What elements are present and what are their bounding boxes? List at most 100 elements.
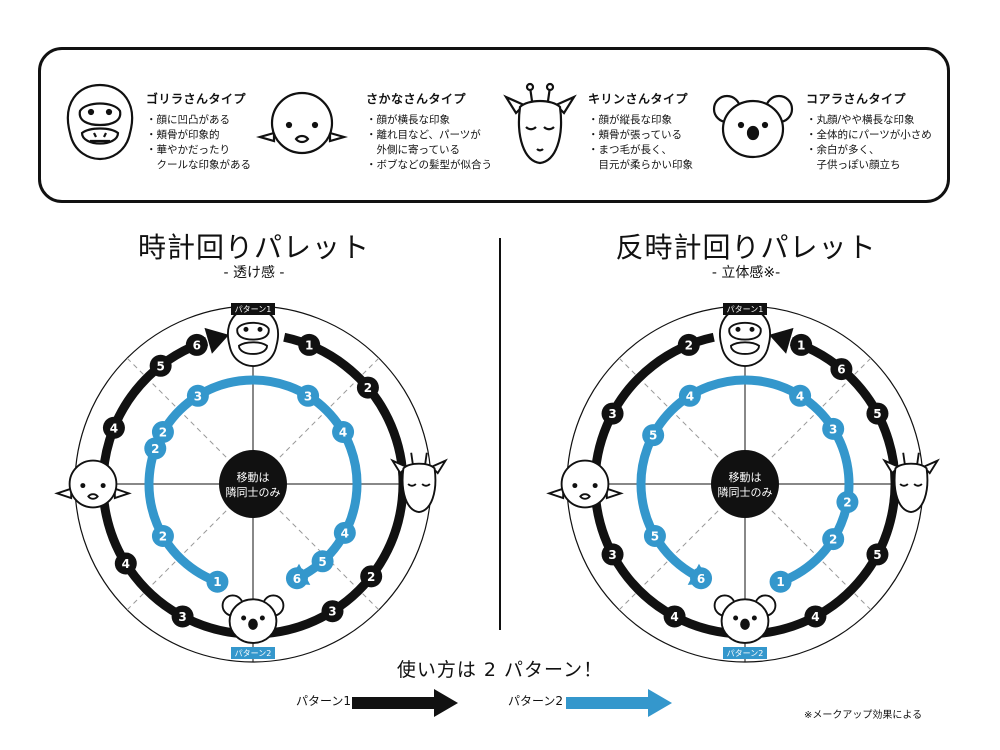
step-number: 6 [837, 363, 845, 377]
step-badge [186, 384, 209, 407]
step-number: 6 [193, 338, 201, 352]
palette-title-counterclockwise: 反時計回りパレット [615, 231, 877, 264]
step-badge [360, 565, 383, 588]
step-number: 2 [151, 442, 159, 456]
type-line: ・頬骨が張っている [588, 129, 682, 141]
gorilla-type-desc: ゴリラさんタイプ ・顔に凹凸がある ・頬骨が印象的 ・華やかだったり クールな印… [146, 90, 366, 173]
pattern2-tag-label: パターン2 [727, 649, 764, 658]
type-line: ・ボブなどの髪型が似合う [366, 159, 492, 171]
step-badge [677, 333, 700, 356]
step-number: 2 [159, 530, 167, 544]
step-number: 1 [305, 338, 313, 352]
step-badge [769, 570, 792, 593]
palette-title-clockwise: 時計回りパレット [137, 231, 370, 264]
step-badge [332, 421, 355, 443]
koala-type-desc: コアラさんタイプ ・丸顔/やや横長な印象 ・全体的にパーツが小さめ ・余白が多く… [806, 90, 946, 173]
type-line: 外側に寄っている [366, 144, 460, 156]
type-line: ・まつ毛が長く、 [588, 144, 672, 156]
type-line: ・頬骨が印象的 [146, 129, 220, 141]
step-badge [151, 421, 174, 443]
pattern2-tag [231, 647, 275, 659]
center-label-line1: 移動は [237, 470, 270, 484]
step-number: 5 [156, 359, 164, 373]
step-badge [356, 376, 379, 399]
type-title: さかなさんタイプ [366, 92, 467, 106]
step-number: 6 [293, 572, 301, 586]
step-badge [144, 437, 167, 460]
step-number: 4 [796, 389, 804, 403]
type-line: 目元が柔らかい印象 [588, 159, 693, 171]
pattern1-tag-label: パターン1 [235, 305, 272, 314]
center-label-line1: 移動は [729, 470, 762, 484]
step-number: 5 [649, 429, 657, 443]
step-badge [804, 605, 827, 628]
pattern2-arrow [566, 689, 672, 717]
step-number: 6 [697, 572, 705, 586]
step-badge [678, 384, 701, 407]
step-badge [311, 550, 334, 573]
pattern1-arrowhead [204, 327, 229, 354]
step-number: 2 [159, 426, 167, 440]
step-number: 2 [364, 381, 372, 395]
step-number: 2 [843, 496, 851, 510]
giraffe-face-icon [503, 82, 577, 165]
palette-subtitle-clockwise: - 透け感 - [223, 265, 285, 281]
pattern1-arrowhead [769, 327, 794, 354]
step-badge [642, 424, 665, 447]
step-badge [297, 384, 320, 407]
step-number: 4 [341, 526, 349, 540]
step-badge [102, 416, 125, 439]
step-number: 1 [776, 575, 784, 589]
step-badge [822, 417, 845, 440]
type-line: クールな印象がある [146, 159, 251, 171]
step-number: 4 [122, 557, 130, 571]
step-badge [333, 521, 356, 544]
type-line: ・顔が横長な印象 [366, 114, 450, 126]
type-line: ・顔に凹凸がある [146, 114, 230, 126]
koala-face-icon [221, 594, 285, 644]
step-badge [643, 525, 666, 547]
step-badge [298, 333, 321, 356]
palette-subtitle-counterclockwise: - 立体感※- [711, 265, 781, 281]
step-number: 3 [194, 389, 202, 403]
step-badge [151, 525, 174, 547]
step-number: 5 [873, 548, 881, 562]
type-line: ・華やかだったり [146, 144, 230, 156]
type-title: コアラさんタイプ [806, 92, 907, 106]
step-number: 4 [339, 426, 347, 440]
step-number: 4 [670, 610, 678, 624]
step-badge [185, 333, 208, 356]
step-number: 3 [608, 407, 616, 421]
step-badge [690, 567, 713, 590]
gorilla-face-icon [227, 307, 279, 368]
step-number: 5 [318, 555, 326, 569]
pattern1-tag-label: パターン1 [727, 305, 764, 314]
center-label-line2: 隣同士のみ [718, 485, 773, 499]
step-number: 1 [797, 338, 805, 352]
center-disc [219, 450, 287, 518]
giraffe-face-icon [882, 452, 940, 514]
type-title: ゴリラさんタイプ [146, 92, 247, 106]
step-number: 3 [829, 422, 837, 436]
pattern2-ring [636, 375, 854, 589]
fish-type-desc: さかなさんタイプ ・顔が横長な印象 ・離れ目など、パーツが 外側に寄っている ・… [366, 90, 586, 173]
pattern1-tag [231, 303, 275, 315]
step-number: 4 [110, 421, 118, 435]
step-number: 1 [213, 575, 221, 589]
type-line: 子供っぽい顔立ち [806, 159, 901, 171]
step-badge [321, 600, 344, 623]
step-badge [601, 402, 624, 425]
step-badge [836, 491, 859, 514]
step-number: 5 [651, 530, 659, 544]
giraffe-type-desc: キリンさんタイプ ・顔が縦長な印象 ・頬骨が張っている ・まつ毛が長く、 目元が… [588, 90, 808, 173]
type-line: ・丸顔/やや横長な印象 [806, 114, 915, 126]
step-badge [866, 543, 889, 566]
step-number: 3 [608, 548, 616, 562]
footnote: ※メークアップ効果による [804, 710, 923, 721]
type-title: キリンさんタイプ [588, 92, 689, 106]
center-divider [499, 238, 501, 630]
step-number: 4 [811, 610, 819, 624]
